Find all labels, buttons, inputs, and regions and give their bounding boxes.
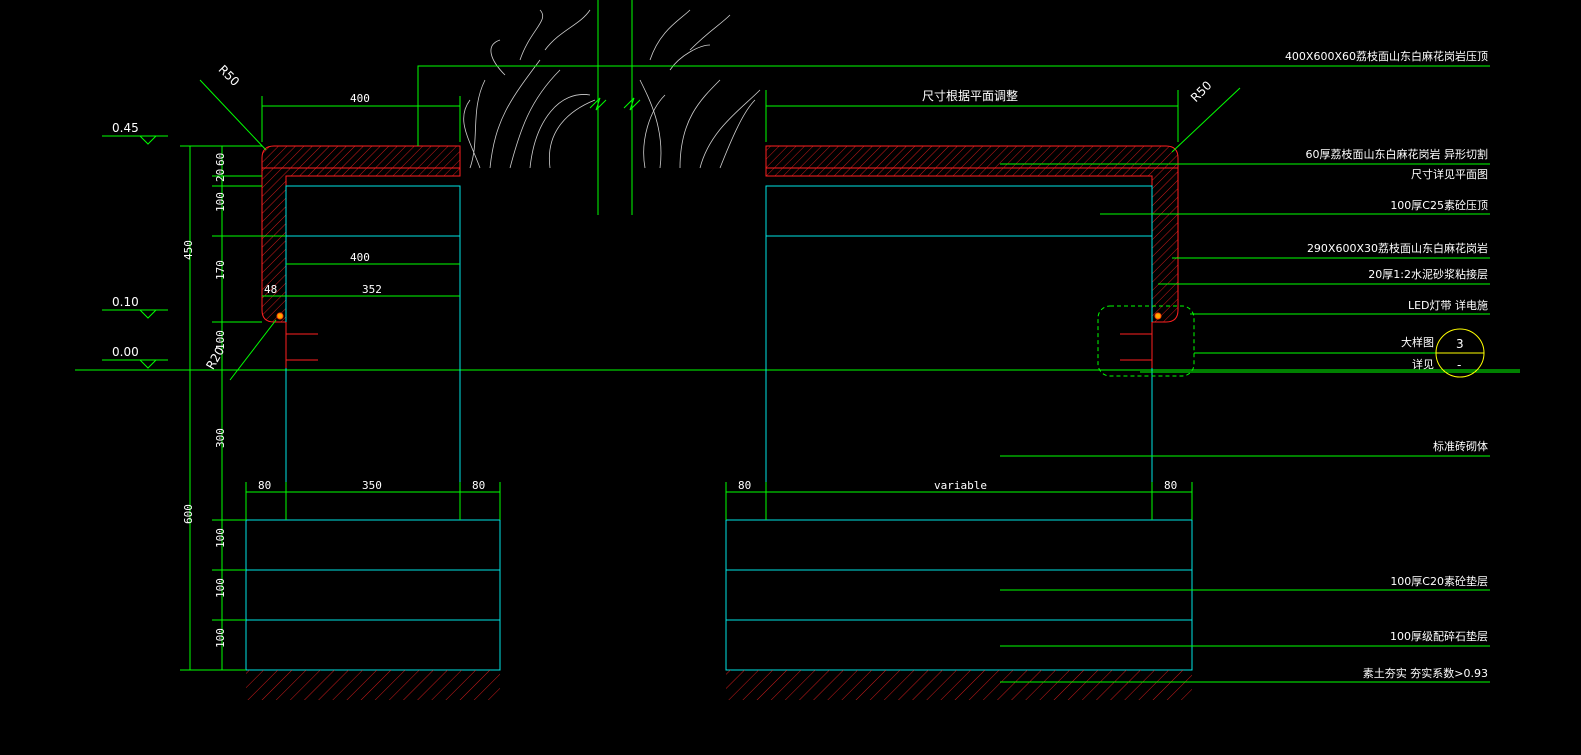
- left-wall-section: [245, 145, 501, 700]
- note-see-plan: 尺寸详见平面图: [1411, 167, 1488, 181]
- detail-callout: 大样图 详见 3 -: [1401, 335, 1464, 372]
- dim-v-100-left: 100: [214, 330, 227, 350]
- dim-v-300: 300: [214, 428, 227, 448]
- dim-v-60: 60: [214, 153, 227, 166]
- right-wall-section: [725, 145, 1195, 700]
- callout-label-top: 大样图: [1401, 335, 1434, 349]
- dim-inner-48: 48: [264, 283, 277, 296]
- dim-base-left-80b: 80: [472, 479, 485, 492]
- dim-v-20: 20: [214, 169, 227, 182]
- center-axis: [589, 0, 641, 215]
- dim-radius-left: R50: [216, 62, 243, 89]
- level-045: 0.45: [112, 121, 139, 135]
- note-brick-masonry: 标准砖砌体: [1433, 439, 1488, 453]
- dim-v-600: 600: [182, 504, 195, 524]
- led-light-icon: [1154, 312, 1162, 320]
- level-010: 0.10: [112, 295, 139, 309]
- dim-inner-352: 352: [362, 283, 382, 296]
- detail-callout-box: [1097, 305, 1195, 377]
- dim-v-450: 450: [182, 240, 195, 260]
- dim-base-right-80a: 80: [738, 479, 751, 492]
- note-c25-cap: 100厚C25素砼压顶: [1390, 199, 1488, 212]
- dim-base-left-350: 350: [362, 479, 382, 492]
- annotation-labels: 400X600X60荔枝面山东白麻花岗岩压顶 60厚荔枝面山东白麻花岗岩 异形切…: [1285, 49, 1488, 680]
- dim-top-right-width: 尺寸根据平面调整: [922, 88, 1018, 103]
- dim-v-100-b: 100: [214, 578, 227, 598]
- dim-v-100-top: 100: [214, 192, 227, 212]
- note-compacted-soil: 素土夯实 夯实系数>0.93: [1363, 666, 1488, 680]
- dim-v-170: 170: [214, 260, 227, 280]
- dim-base-right-80b: 80: [1164, 479, 1177, 492]
- dimension-lines: [102, 65, 1520, 683]
- led-light-icon: [276, 312, 284, 320]
- dim-base-left-80a: 80: [258, 479, 271, 492]
- note-coping-stone: 400X600X60荔枝面山东白麻花岗岩压顶: [1285, 49, 1488, 63]
- dim-radius-right: R50: [1188, 78, 1215, 105]
- callout-label-bottom: 详见: [1412, 357, 1434, 371]
- plant-illustration: [463, 9, 761, 169]
- level-labels: 0.45 0.10 0.00: [112, 121, 139, 359]
- dim-v-100-a: 100: [214, 528, 227, 548]
- callout-sheet: -: [1457, 358, 1461, 372]
- note-led-strip: LED灯带 详电施: [1408, 298, 1488, 312]
- dim-top-left-width: 400: [350, 92, 370, 105]
- note-mortar-layer: 20厚1:2水泥砂浆粘接层: [1368, 267, 1488, 281]
- callout-number: 3: [1456, 337, 1464, 351]
- note-granite-cladding: 290X600X30荔枝面山东白麻花岗岩: [1307, 241, 1488, 255]
- level-000: 0.00: [112, 345, 139, 359]
- dim-inner-400: 400: [350, 251, 370, 264]
- dim-base-right-variable: variable: [934, 479, 987, 492]
- note-c20-bed: 100厚C20素砼垫层: [1390, 574, 1488, 588]
- dim-v-100-c: 100: [214, 628, 227, 648]
- note-granite-cut: 60厚荔枝面山东白麻花岗岩 异形切割: [1306, 147, 1489, 161]
- note-gravel-bed: 100厚级配碎石垫层: [1390, 629, 1488, 643]
